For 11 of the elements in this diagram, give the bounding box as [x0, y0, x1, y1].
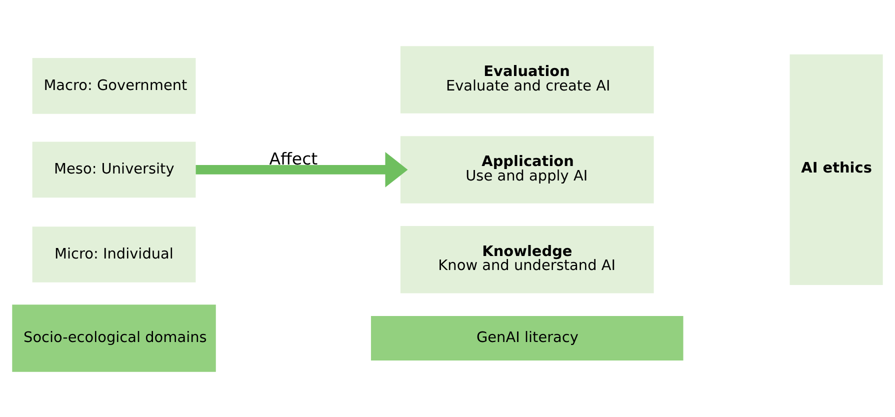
node-box: AI ethics [790, 54, 883, 284]
node-box: Micro: Individual [32, 226, 196, 282]
node-box: Knowledge Know and understand AI [400, 226, 654, 293]
node-box: GenAI literacy [370, 316, 684, 360]
node-box: Evaluation Evaluate and create AI [400, 46, 654, 113]
node-box: Application Use and apply AI [400, 136, 654, 203]
node-box: Macro: Government [32, 58, 196, 114]
edge-label: Affect [269, 148, 318, 168]
node-box: Socio-ecological domains [12, 304, 216, 372]
node-box: Meso: University [32, 141, 196, 198]
arrow [196, 151, 408, 187]
